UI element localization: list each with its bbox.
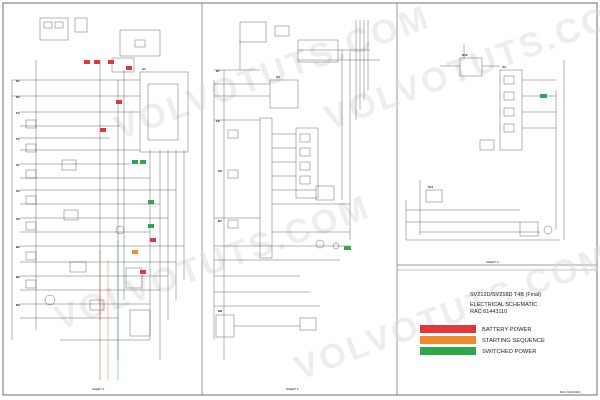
svg-text:B2: B2 — [16, 245, 20, 249]
sheet-3-color-markers — [540, 94, 547, 98]
svg-text:F9: F9 — [216, 119, 220, 123]
svg-text:S6: S6 — [16, 217, 20, 221]
sheet-3-circuits — [405, 44, 565, 241]
svg-text:F3: F3 — [16, 111, 20, 115]
svg-text:A1: A1 — [142, 67, 146, 71]
legend-label-switched: SWITCHED POWER — [482, 349, 536, 355]
watermark-text-1: VOLVOTUTS.COM — [110, 0, 436, 148]
svg-text:S11: S11 — [428, 185, 434, 189]
svg-text:M1: M1 — [16, 303, 20, 307]
watermark-text-2: VOLVOTUTS.COM — [50, 188, 376, 338]
title-line-1: SV212D/SV216D T4B (Final) — [470, 292, 541, 298]
svg-text:K1: K1 — [16, 79, 20, 83]
legend-swatch-starting — [420, 336, 476, 344]
svg-text:K2: K2 — [16, 95, 20, 99]
legend-swatch-switched — [420, 347, 476, 355]
svg-text:K7: K7 — [216, 69, 220, 73]
svg-text:A3: A3 — [502, 65, 506, 69]
sheet-2-circuits — [213, 20, 380, 360]
svg-text:S4: S4 — [16, 189, 20, 193]
legend: BATTERY POWER STARTING SEQUENCE SWITCHED… — [420, 325, 545, 355]
svg-text:S1: S1 — [16, 163, 20, 167]
legend-label-battery: BATTERY POWER — [482, 327, 532, 333]
sheet-label-3: SHEET 3 — [486, 260, 499, 264]
svg-text:B7: B7 — [218, 219, 222, 223]
svg-text:B5: B5 — [16, 275, 20, 279]
svg-text:A2: A2 — [276, 75, 280, 79]
sheet-3-labels: K12 A3 S11 — [428, 53, 506, 189]
svg-text:K12: K12 — [462, 53, 468, 57]
sheet-label-2: SHEET 2 — [286, 387, 299, 391]
sheet-1-color-markers — [84, 60, 156, 380]
svg-text:F5: F5 — [16, 137, 20, 141]
title-line-3: RAC 61443110 — [470, 309, 507, 315]
svg-text:S8: S8 — [218, 169, 222, 173]
sheet-2-color-markers — [344, 246, 351, 250]
page-border — [2, 2, 598, 396]
title-block: SV212D/SV216D T4B (Final) ELECTRICAL SCH… — [470, 292, 541, 315]
sheet-label-1: SHEET 1 — [92, 387, 105, 391]
title-line-2: ELECTRICAL SCHEMATIC — [470, 302, 537, 308]
svg-text:M3: M3 — [218, 309, 222, 313]
watermark-text-4: VOLVOTUTS.COM — [290, 238, 600, 388]
sheet-1-circuits — [11, 17, 189, 360]
doc-number: RAC 61443110 — [560, 390, 581, 394]
legend-swatch-battery — [420, 325, 476, 333]
sheet-1-labels: K1 K2 F3 F5 S1 S4 S6 B2 B5 M1 A1 — [16, 67, 146, 307]
sheet-2-labels: K7 F9 S8 B7 M3 A2 — [216, 69, 280, 313]
legend-label-starting: STARTING SEQUENCE — [482, 338, 545, 344]
